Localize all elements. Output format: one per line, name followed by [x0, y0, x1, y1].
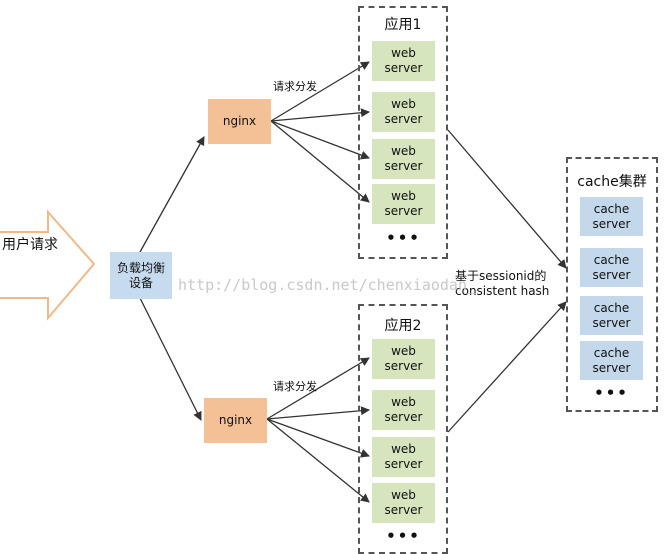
app2-title: 应用2 [384, 318, 422, 334]
app2-to-cache-line [447, 301, 567, 433]
app2-web-server-3: web server [372, 437, 435, 477]
cache-server-3: cache server [580, 296, 643, 335]
app2-web-server-4: web server [372, 483, 435, 523]
cache-server-4: cache server [580, 341, 643, 380]
app1-group [358, 6, 448, 259]
cache-server-1: cache server [580, 197, 643, 236]
app2-ellipsis: ••• [386, 527, 421, 545]
lb-to-nginx-top-line [139, 136, 205, 253]
app1-ellipsis: ••• [386, 229, 421, 247]
app2-web-server-1: web server [372, 339, 435, 379]
nginx-top-to-web-1 [270, 61, 370, 122]
app1-web-server-1: web server [372, 41, 435, 81]
cache-ellipsis: ••• [594, 384, 629, 402]
user-request-arrow [0, 209, 96, 321]
nginx-bottom-to-web-2 [266, 406, 370, 420]
hash-label-line1: 基于sessionid的 [455, 269, 547, 283]
app1-web-server-4: web server [372, 184, 435, 224]
cache-cluster-title: cache集群 [577, 174, 647, 190]
user-request-label: 用户请求 [2, 237, 58, 253]
app1-title: 应用1 [384, 17, 422, 33]
nginx-top-to-web-3 [270, 120, 370, 160]
nginx-bottom-to-web-3 [266, 418, 370, 458]
dispatch-label-bottom: 请求分发 [273, 380, 317, 393]
watermark: http://blog.csdn.net/chenxiaodan_ [178, 276, 477, 294]
app2-web-server-2: web server [372, 390, 435, 430]
cache-cluster-group [566, 157, 658, 412]
dispatch-label-top: 请求分发 [273, 80, 317, 93]
cache-server-2: cache server [580, 248, 643, 287]
nginx-top-box: nginx [208, 99, 271, 144]
nginx-bottom-box: nginx [204, 398, 267, 443]
app1-web-server-2: web server [372, 92, 435, 132]
nginx-top-to-web-2 [270, 108, 370, 122]
app1-web-server-3: web server [372, 139, 435, 179]
load-balancer-box: 负载均衡 设备 [110, 252, 172, 299]
hash-label-line2: consistent hash [455, 284, 550, 298]
nginx-bottom-to-web-4 [266, 418, 370, 503]
app1-to-cache-line [447, 129, 567, 269]
nginx-bottom-to-web-1 [266, 357, 370, 420]
lb-to-nginx-bottom-line [139, 297, 202, 421]
nginx-top-to-web-4 [270, 120, 370, 203]
